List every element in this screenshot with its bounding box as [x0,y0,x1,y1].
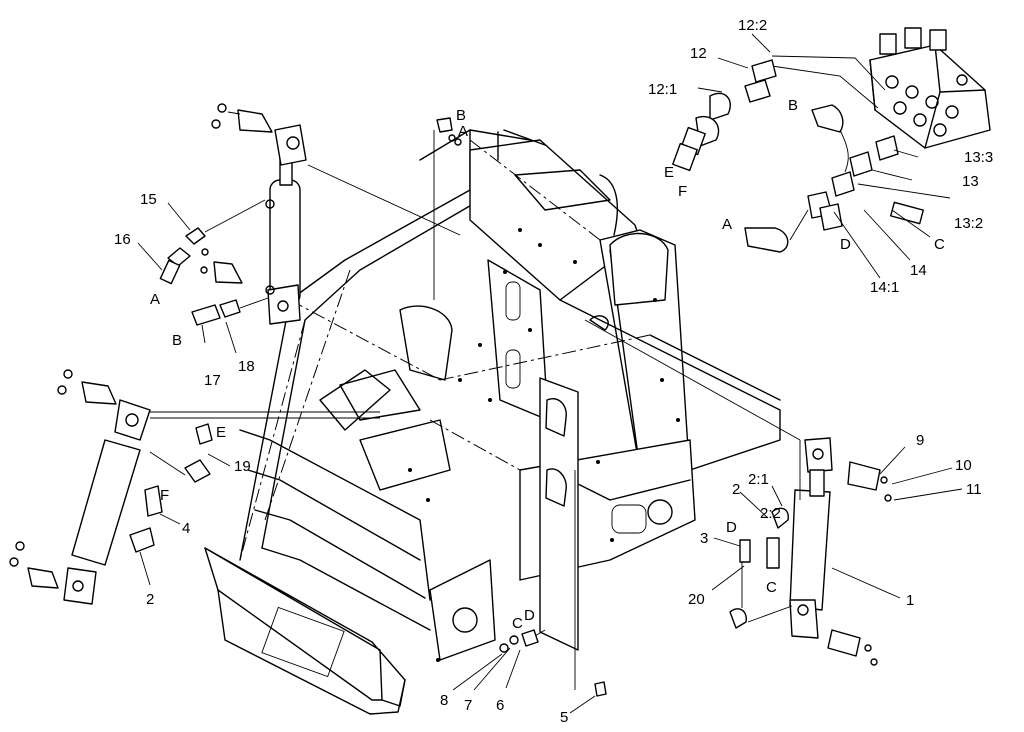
fittings-left-upper [159,199,269,326]
callout-2-1: 2:1 [748,471,769,488]
callout-20: 20 [688,591,705,608]
callout-19: 19 [234,458,251,475]
callout-labels: 12:2 12 12:1 B E F 13:3 13 13:2 A C D 14… [114,17,993,726]
cylinder-upper-left [200,103,307,325]
callout-17: 17 [204,372,221,389]
callout-13-2: 13:2 [954,215,983,232]
callout-C-valve: C [934,236,945,253]
callout-10: 10 [955,457,972,474]
callout-C-bottom: C [512,615,523,632]
callout-12-1: 12:1 [648,81,677,98]
callout-B-top: B [788,97,798,114]
callout-D-valve: D [840,236,851,253]
callout-11: 11 [966,481,982,498]
callout-A-frame: A [458,123,468,140]
callout-E-top: E [664,164,674,181]
callout-B-frame: B [456,107,466,124]
cylinder-lower-left [9,369,213,605]
callout-E-mid: E [216,424,226,441]
callout-leaders [137,33,963,714]
control-valve [672,27,991,253]
callout-2-right: 2 [732,481,740,498]
callout-F-top: F [678,183,687,200]
callout-13-3: 13:3 [964,149,993,166]
callout-B-left: B [172,332,182,349]
callout-A-left: A [150,291,160,308]
callout-8: 8 [440,692,448,709]
callout-D-right: D [726,519,737,536]
cylinder-right [729,437,892,666]
callout-D-bottom: D [524,607,535,624]
mounting-plate [527,377,579,690]
callout-1: 1 [906,592,914,609]
callout-2-2: 2:2 [760,505,781,522]
callout-7: 7 [464,697,472,714]
callout-12-2: 12:2 [738,17,767,34]
callout-4: 4 [182,520,190,537]
callout-13: 13 [962,173,979,190]
callout-14: 14 [910,262,927,279]
callout-9: 9 [916,432,924,449]
callout-5: 5 [560,709,568,726]
callout-12: 12 [690,45,707,62]
callout-16: 16 [114,231,131,248]
callout-C-right: C [766,579,777,596]
callout-18: 18 [238,358,255,375]
callout-A-valve: A [722,216,732,233]
callout-3: 3 [700,530,708,547]
callout-F-mid: F [160,487,169,504]
callout-2-left: 2 [146,591,154,608]
callout-6: 6 [496,697,504,714]
small-hardware [433,117,607,697]
callout-15: 15 [140,191,157,208]
callout-14-1: 14:1 [870,279,899,296]
